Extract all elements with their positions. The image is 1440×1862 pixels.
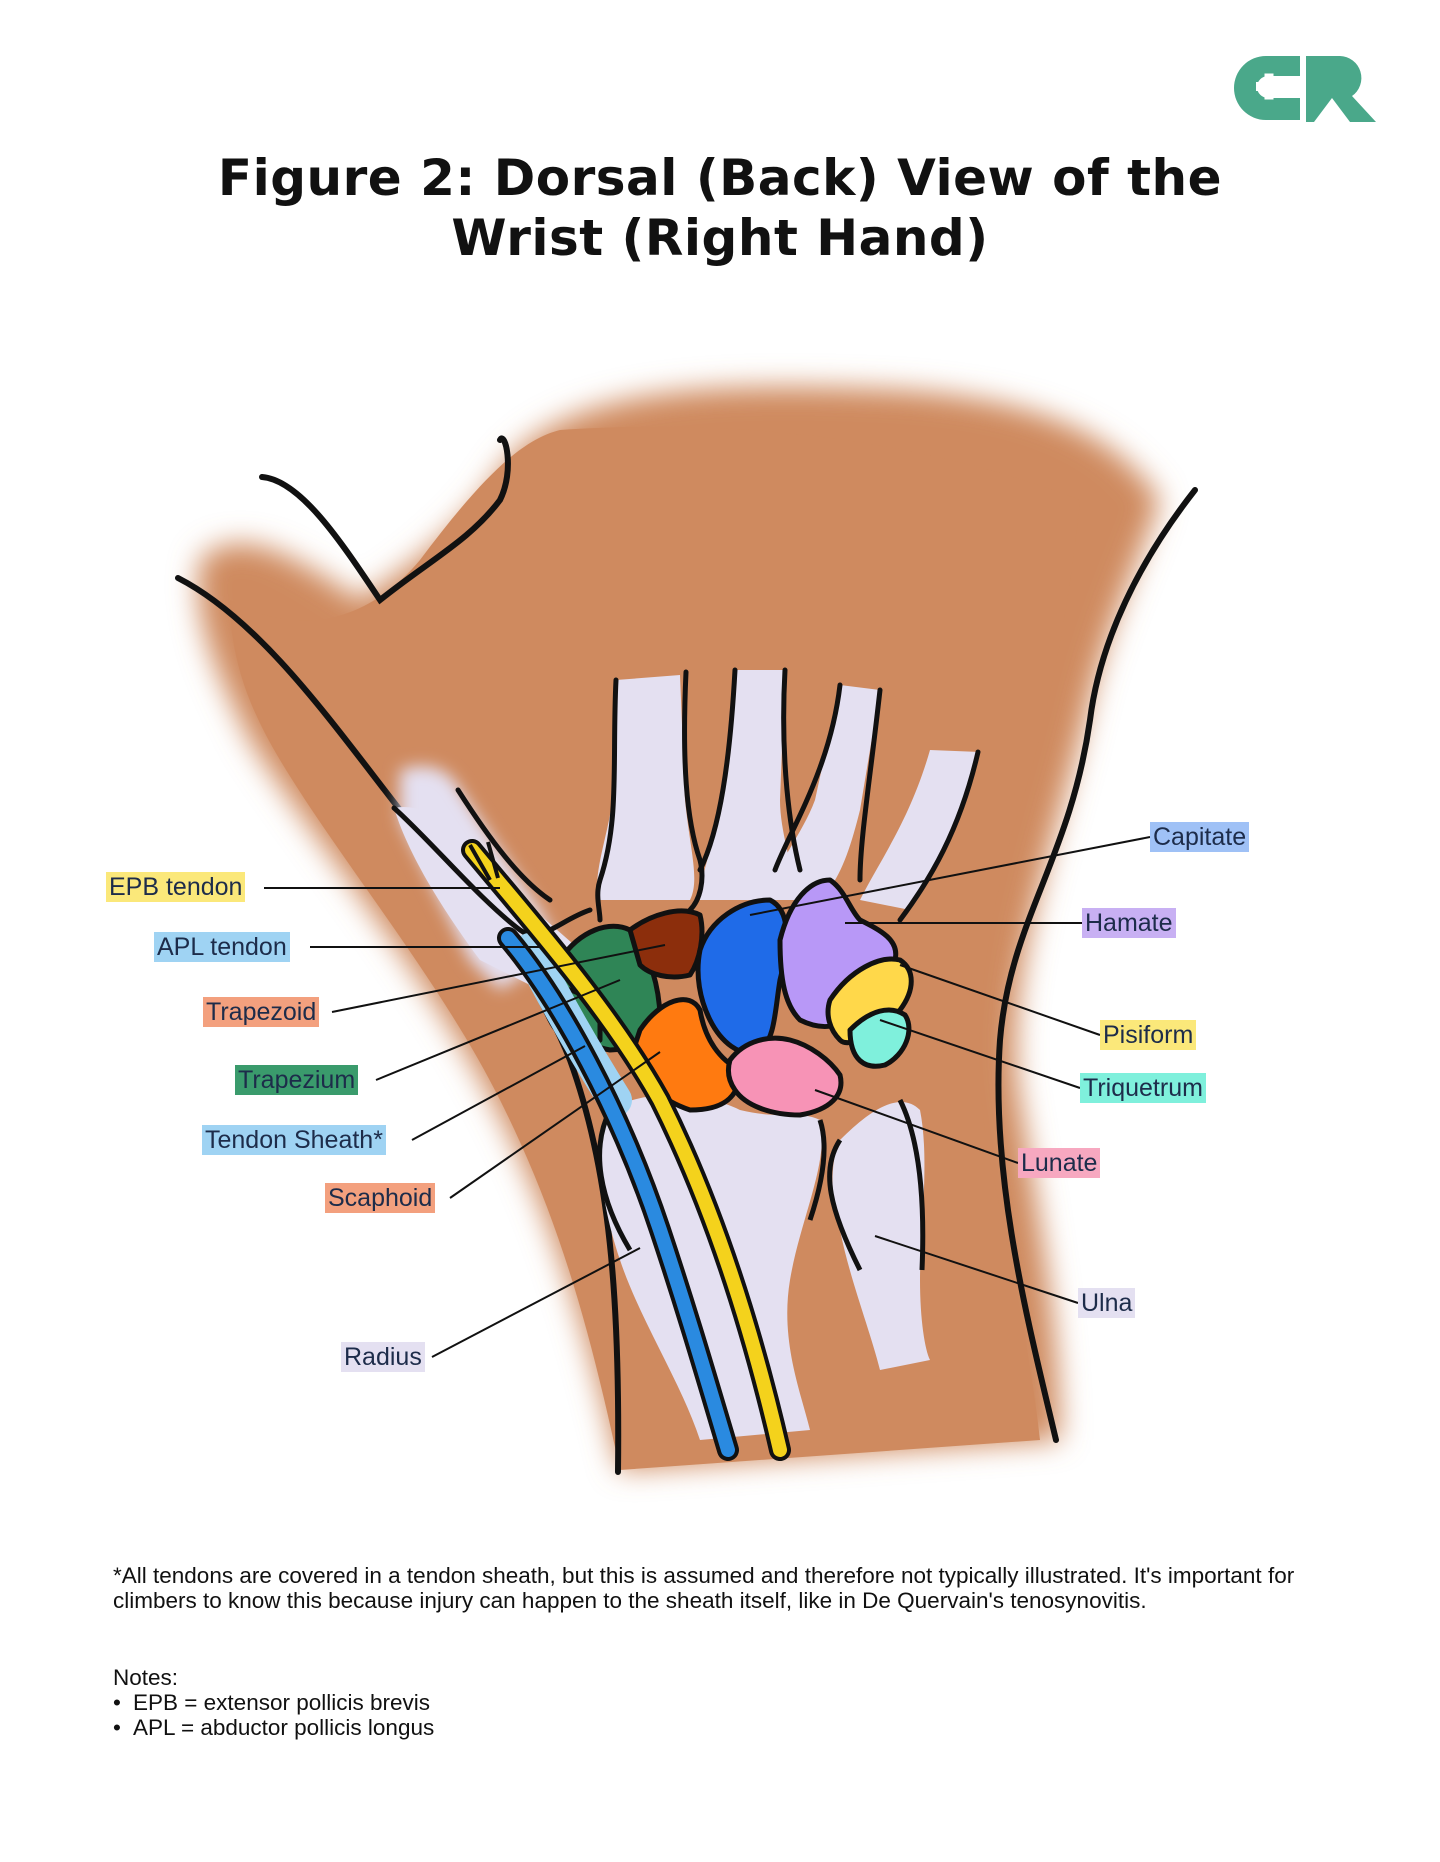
figure-title-line-2: Wrist (Right Hand) (451, 209, 989, 267)
tendons (461, 839, 791, 1461)
ulna-leader (874, 1235, 1079, 1304)
label-pisiform: Pisiform (1100, 1020, 1197, 1050)
label-apl-tendon: APL tendon (154, 932, 290, 962)
label-radius: Radius (341, 1342, 425, 1372)
figure-title-line-1: Figure 2: Dorsal (Back) View of the (217, 149, 1223, 207)
label-hamate: Hamate (1082, 908, 1176, 938)
label-ulna: Ulna (1078, 1288, 1136, 1318)
metacarpal-outlines (391, 667, 981, 938)
radius-leader (431, 1247, 641, 1358)
notes-heading: Notes: (113, 1665, 179, 1690)
trapezium-leader (375, 979, 621, 1081)
label-trapezium: Trapezium (235, 1065, 359, 1095)
label-triquetrum: Triquetrum (1080, 1073, 1206, 1103)
pisiform-leader (899, 964, 1101, 1036)
capitate-leader (749, 836, 1151, 916)
label-capitate: Capitate (1150, 822, 1250, 852)
notes-item: EPB = extensor pollicis brevis (113, 1690, 434, 1715)
leader-lines (264, 836, 1151, 1358)
figure-title: Figure 2: Dorsal (Back) View of the Wris… (0, 148, 1440, 268)
notes-list: EPB = extensor pollicis brevis APL = abd… (113, 1690, 434, 1740)
trapezoid-bone (627, 908, 705, 980)
brand-logo-icon (1234, 56, 1376, 122)
label-trapezoid: Trapezoid (203, 997, 320, 1027)
label-tendon-sheath: Tendon Sheath* (202, 1125, 386, 1155)
capitate-bone (695, 897, 790, 1056)
trapezoid-leader (331, 944, 666, 1013)
label-lunate: Lunate (1018, 1148, 1101, 1178)
label-scaphoid: Scaphoid (325, 1183, 436, 1213)
lunate-bone (725, 1035, 844, 1118)
triquetrum-leader (879, 1019, 1081, 1089)
label-epb-tendon: EPB tendon (106, 872, 246, 902)
notes-item: APL = abductor pollicis longus (113, 1715, 434, 1740)
footnote: *All tendons are covered in a tendon she… (113, 1563, 1295, 1613)
sheath-leader (411, 1045, 586, 1141)
scaphoid-leader (449, 1051, 661, 1199)
lunate-leader (814, 1089, 1019, 1164)
